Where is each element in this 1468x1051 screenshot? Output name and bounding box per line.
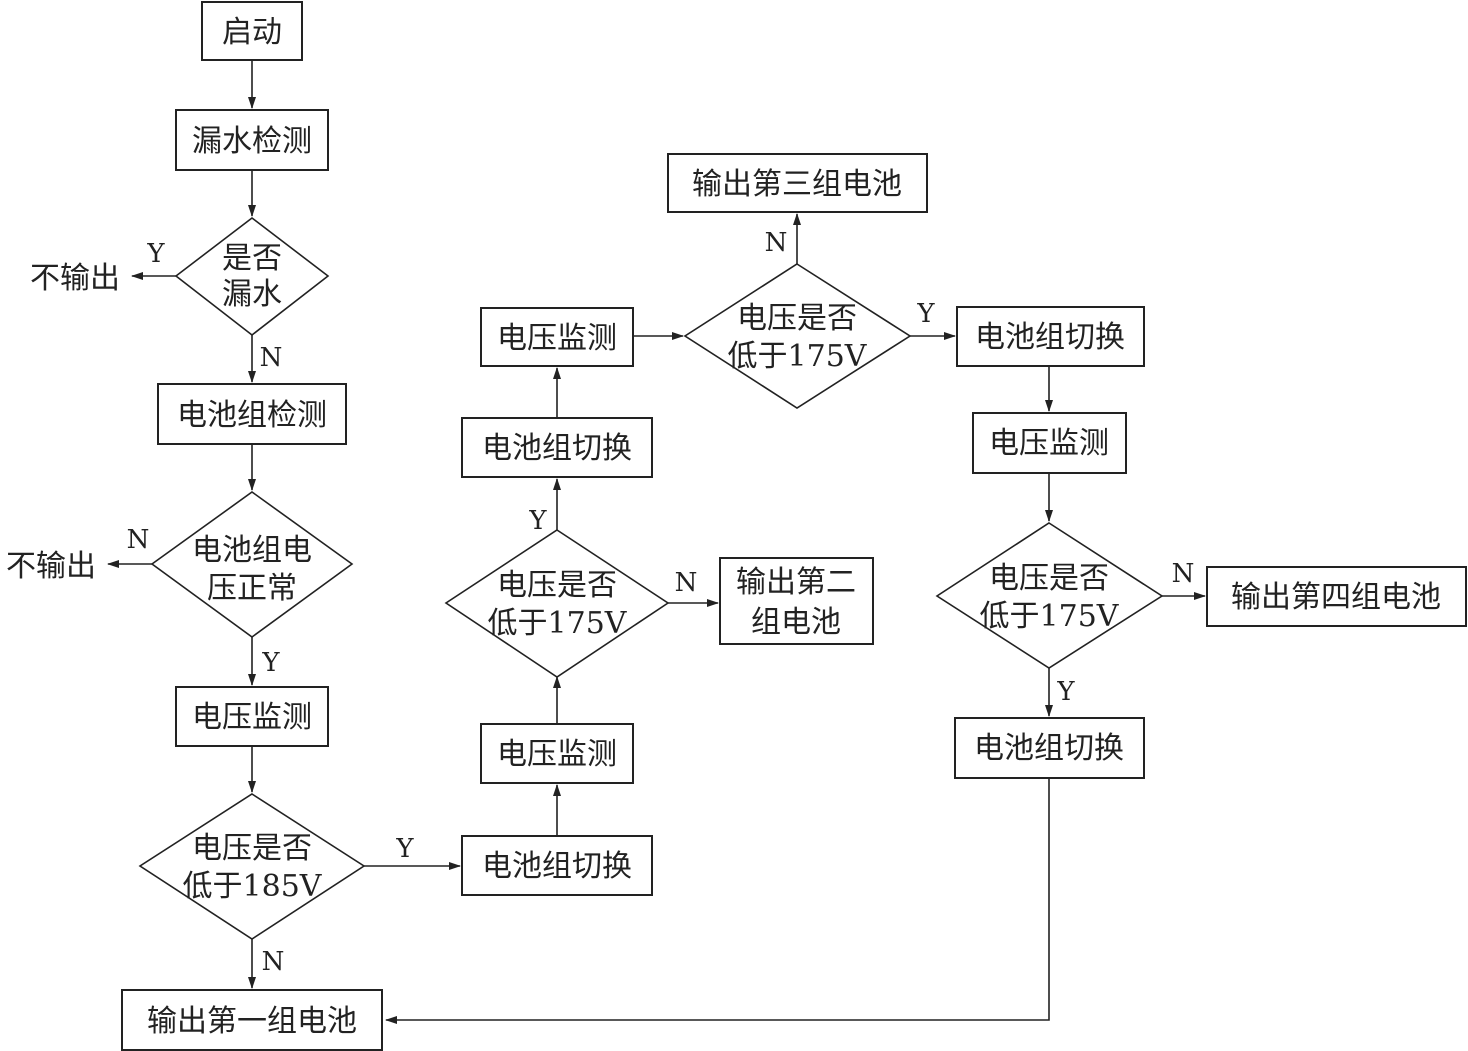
switch-1-text: 电池组切换: [482, 849, 632, 884]
voltage-normal-decision: 电池组电 压正常: [150, 491, 354, 638]
monitor-2-text: 电压监测: [497, 737, 617, 772]
lt175b-line-1: 电压是否: [737, 301, 857, 336]
output-4-box: 输出第四组电池: [1206, 566, 1467, 627]
label-normal-no: N: [127, 525, 150, 555]
label-lt175c-no: N: [1172, 559, 1195, 589]
lt175a-decision: 电压是否 低于175V: [444, 529, 670, 678]
switch-2-text: 电池组切换: [482, 431, 632, 466]
label-leak-no: N: [260, 343, 283, 373]
monitor-3-box: 电压监测: [480, 307, 634, 367]
battery-detect-text: 电池组检测: [177, 398, 327, 433]
connectors: [107, 60, 1206, 1024]
is-leak-decision: 是否 漏水: [174, 216, 330, 337]
switch-3-box: 电池组切换: [956, 306, 1145, 367]
start-box: 启动: [201, 1, 303, 61]
label-normal-yes: Y: [261, 648, 280, 678]
output-1-text: 输出第一组电池: [147, 1004, 357, 1039]
label-lt175b-no: N: [765, 228, 788, 258]
monitor-1-text: 电压监测: [192, 700, 312, 735]
monitor-1-box: 电压监测: [175, 686, 329, 747]
switch-4-box: 电池组切换: [954, 717, 1145, 779]
no-output-1: 不输出: [30, 261, 120, 296]
lt175a-line-1: 电压是否: [497, 568, 617, 603]
label-lt175c-yes: Y: [1056, 677, 1075, 707]
output-1-box: 输出第一组电池: [121, 989, 383, 1051]
lt185-line-1: 电压是否: [192, 831, 312, 866]
voltage-normal-line-2: 压正常: [207, 571, 297, 606]
lt175c-decision: 电压是否 低于175V: [935, 522, 1164, 669]
label-lt185-yes: Y: [395, 834, 414, 864]
switch-2-box: 电池组切换: [461, 417, 653, 478]
monitor-3-text: 电压监测: [497, 321, 617, 356]
lt175c-line-1: 电压是否: [989, 561, 1109, 596]
output-4-text: 输出第四组电池: [1231, 580, 1441, 615]
voltage-normal-line-1: 电池组电: [192, 533, 312, 568]
switch-1-box: 电池组切换: [461, 835, 653, 896]
label-leak-yes: Y: [146, 239, 165, 269]
label-lt175b-yes: Y: [916, 299, 935, 329]
output-3-box: 输出第三组电池: [667, 153, 928, 213]
start-text: 启动: [222, 15, 282, 50]
lt185-decision: 电压是否 低于185V: [138, 793, 366, 940]
edge-switch4-output1: [385, 778, 1050, 1024]
lt175a-line-2: 低于175V: [488, 606, 628, 641]
monitor-4-box: 电压监测: [972, 412, 1127, 474]
monitor-4-text: 电压监测: [989, 426, 1109, 461]
switch-3-text: 电池组切换: [975, 320, 1125, 355]
switch-4-text: 电池组切换: [974, 731, 1124, 766]
output-3-text: 输出第三组电池: [692, 167, 902, 202]
lt175b-decision: 电压是否 低于175V: [683, 263, 912, 409]
lt185-line-2: 低于185V: [183, 869, 323, 904]
output-2-line-2: 组电池: [751, 605, 841, 640]
output-2-line-1: 输出第二: [736, 565, 856, 600]
label-lt175a-no: N: [675, 568, 698, 598]
is-leak-line-2: 漏水: [222, 277, 282, 312]
is-leak-line-1: 是否: [222, 241, 282, 276]
lt175b-line-2: 低于175V: [728, 339, 868, 374]
monitor-2-box: 电压监测: [480, 723, 634, 784]
no-output-2: 不输出: [6, 549, 96, 584]
battery-detect-box: 电池组检测: [157, 383, 347, 445]
leak-detect-text: 漏水检测: [192, 124, 312, 159]
label-lt175a-yes: Y: [528, 506, 547, 536]
lt175c-line-2: 低于175V: [980, 599, 1120, 634]
output-2-box: 输出第二 组电池: [719, 557, 874, 645]
leak-detect-box: 漏水检测: [175, 109, 329, 171]
label-lt185-no: N: [262, 947, 285, 977]
